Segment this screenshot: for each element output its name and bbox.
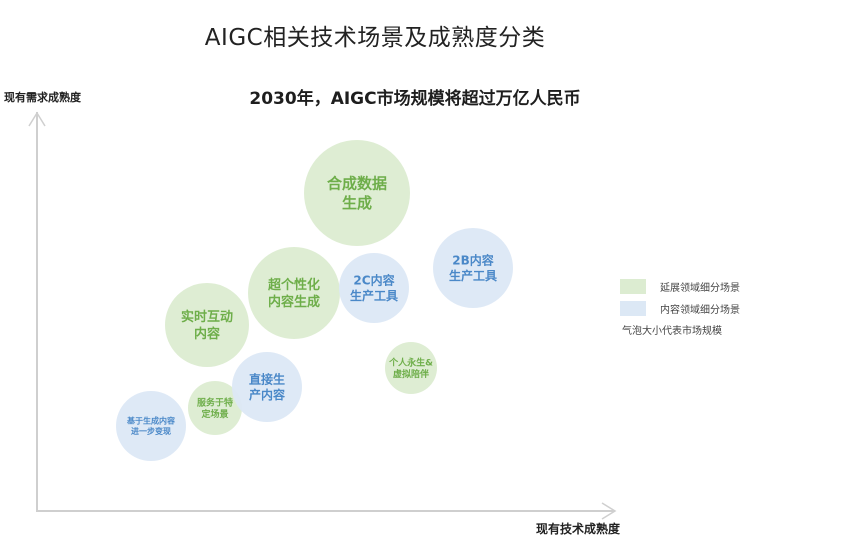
- bubble-circle: [232, 352, 302, 422]
- bubble-circle: [304, 140, 410, 246]
- legend-label: 内容领域细分场景: [660, 305, 740, 316]
- bubble-label: 定场景: [200, 408, 228, 420]
- chart-title: AIGC相关技术场景及成熟度分类: [204, 25, 546, 51]
- bubble-label: 进一步变现: [131, 426, 171, 436]
- bubble-label: 2B内容: [452, 253, 494, 268]
- bubble-label: 内容生成: [268, 294, 320, 310]
- legend: 延展领域细分场景 内容领域细分场景 气泡大小代表市场规模: [620, 278, 740, 337]
- bubble-label: 合成数据: [326, 175, 387, 193]
- bubbles-group: 合成数据生成超个性化内容生成实时互动内容个人永生&虚拟陪伴服务于特定场景2B内容…: [116, 140, 513, 461]
- bubble-label: 内容: [194, 326, 220, 342]
- bubble-circle: [165, 283, 249, 367]
- bubble-circle: [385, 342, 437, 394]
- legend-label: 延展领域细分场景: [660, 283, 740, 294]
- bubble-label: 服务于特: [197, 396, 233, 408]
- chart-subtitle: 2030年，AIGC市场规模将超过万亿人民币: [249, 89, 581, 109]
- x-axis: [36, 502, 617, 520]
- bubble-circle: [116, 391, 186, 461]
- legend-item-content: 内容领域细分场景: [620, 300, 740, 317]
- bubble-label: 虚拟陪伴: [393, 368, 429, 380]
- bubble-label: 生产工具: [350, 288, 398, 303]
- legend-item-extension: 延展领域细分场景: [620, 278, 740, 295]
- x-axis-arrow-icon: [601, 502, 617, 520]
- y-axis-arrow-icon: [28, 111, 46, 127]
- bubble-label: 实时互动: [181, 309, 233, 325]
- legend-swatch-blue: [620, 301, 646, 316]
- bubble-label: 超个性化: [268, 277, 320, 293]
- bubble-circle: [433, 228, 513, 308]
- bubble-circle: [188, 381, 242, 435]
- legend-note: 气泡大小代表市场规模: [622, 326, 722, 337]
- bubble-label: 基于生成内容: [126, 416, 175, 426]
- bubble-circle: [339, 253, 409, 323]
- bubble-label: 个人永生&: [388, 356, 433, 368]
- bubble-label: 直接生: [249, 372, 285, 387]
- y-axis-label: 现有需求成熟度: [4, 91, 81, 104]
- bubble-label: 2C内容: [353, 273, 394, 288]
- bubble-circle: [248, 247, 340, 339]
- bubble-label: 生产工具: [449, 268, 497, 283]
- bubble: 个人永生&虚拟陪伴: [385, 342, 437, 394]
- x-axis-label: 现有技术成熟度: [536, 522, 621, 536]
- y-axis: [28, 111, 46, 511]
- bubble-label: 生成: [342, 194, 372, 212]
- bubble-label: 产内容: [249, 387, 285, 402]
- legend-swatch-green: [620, 279, 646, 294]
